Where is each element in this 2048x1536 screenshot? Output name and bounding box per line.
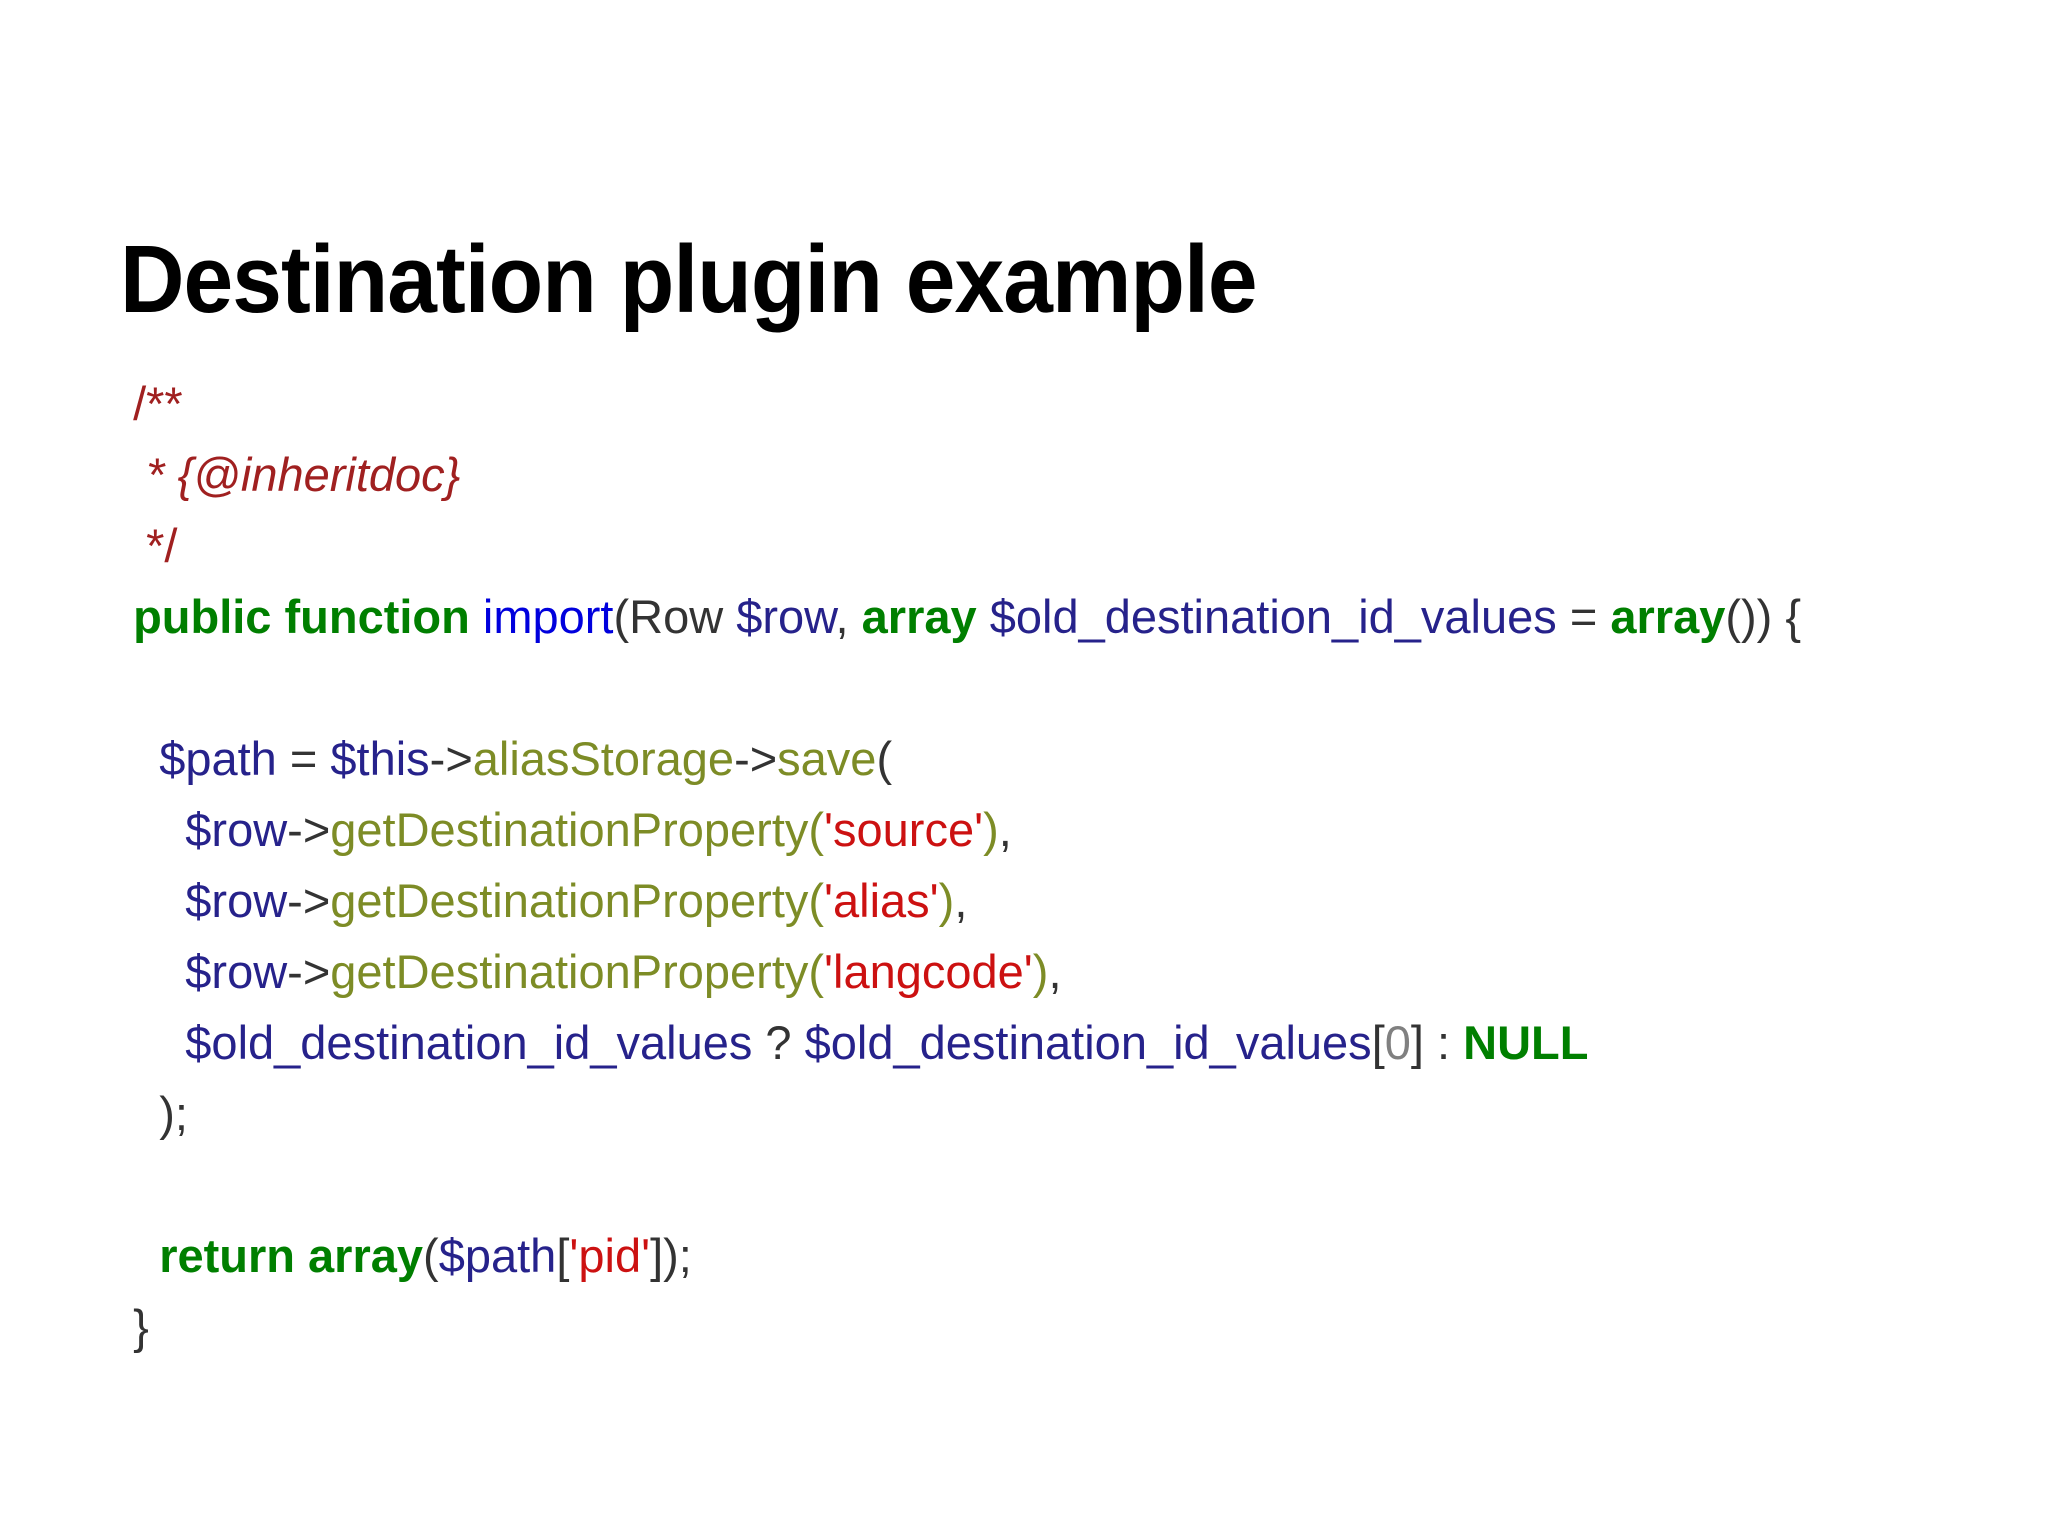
code-token-method: (: [808, 803, 825, 856]
code-token-var: $path: [438, 1229, 557, 1282]
code-token-var: $this: [330, 732, 430, 785]
code-token-punct: [: [556, 1229, 570, 1282]
code-token-plain: Row: [629, 590, 737, 643]
code-token-punct: ,: [1048, 945, 1062, 998]
code-token-keyword: NULL: [1463, 1016, 1589, 1069]
line-doc-open: /**: [120, 368, 1920, 439]
line-method-close: }: [120, 1291, 1920, 1362]
code-token-method: getDestinationProperty: [330, 803, 809, 856]
code-token-method: save: [777, 732, 877, 785]
code-token-method: ): [1032, 945, 1049, 998]
code-token-string: 'alias': [824, 874, 939, 927]
line-call-close: );: [120, 1078, 1920, 1149]
code-token-punct: ?: [752, 1016, 805, 1069]
code-token-punct: ->: [287, 803, 331, 856]
code-token-method: getDestinationProperty: [330, 945, 809, 998]
code-token-var: $row: [185, 874, 288, 927]
code-token-comment-i: * {@inheritdoc}: [120, 448, 461, 501]
code-token-plain: [120, 1016, 185, 1069]
line-blank-2: [120, 1149, 1920, 1220]
code-token-punct: (: [423, 1229, 439, 1282]
code-token-plain: [120, 945, 185, 998]
code-token-punct: ,: [954, 874, 968, 927]
code-token-num: 0: [1384, 1016, 1411, 1069]
code-token-keyword: array: [861, 590, 977, 643]
code-token-var: $old_destination_id_values: [989, 590, 1557, 643]
code-token-punct: ]: [1410, 1016, 1424, 1069]
code-token-var: $path: [159, 732, 277, 785]
code-token-plain: [120, 803, 185, 856]
line-path-assign: $path = $this->aliasStorage->save(: [120, 723, 1920, 794]
line-doc-close: */: [120, 510, 1920, 581]
code-token-string: 'pid': [569, 1229, 651, 1282]
code-token-method: aliasStorage: [472, 732, 735, 785]
code-token-punct: [: [1371, 1016, 1385, 1069]
code-token-method: getDestinationProperty: [330, 874, 809, 927]
code-token-var: $old_destination_id_values: [185, 1016, 753, 1069]
code-token-method: (: [808, 945, 825, 998]
line-arg-alias: $row->getDestinationProperty('alias'),: [120, 865, 1920, 936]
line-arg-source: $row->getDestinationProperty('source'),: [120, 794, 1920, 865]
code-token-comment: /**: [120, 377, 183, 430]
code-token-method: (: [808, 874, 825, 927]
code-token-plain: [977, 590, 990, 643]
code-token-var: $row: [185, 945, 288, 998]
code-token-keyword: return array: [159, 1229, 424, 1282]
code-token-string: 'source': [824, 803, 984, 856]
code-token-punct: =: [1556, 590, 1611, 643]
code-token-func: import: [482, 590, 614, 643]
code-token-plain: [120, 1300, 133, 1353]
code-token-punct: :: [1423, 1016, 1464, 1069]
code-token-punct: ()) {: [1725, 590, 1802, 643]
code-token-punct: ]);: [650, 1229, 692, 1282]
code-token-plain: [120, 590, 133, 643]
line-return: return array($path['pid']);: [120, 1220, 1920, 1291]
code-token-method: ): [938, 874, 955, 927]
line-doc-inheritdoc: * {@inheritdoc}: [120, 439, 1920, 510]
code-token-punct: (: [613, 590, 630, 643]
code-token-method: ): [983, 803, 999, 856]
code-token-punct: ,: [835, 590, 862, 643]
code-token-keyword: array: [1610, 590, 1726, 643]
code-token-var: $row: [185, 803, 288, 856]
code-token-plain: [470, 590, 483, 643]
code-block: /** * {@inheritdoc} */ public function i…: [120, 368, 1920, 1362]
line-arg-langcode: $row->getDestinationProperty('langcode')…: [120, 936, 1920, 1007]
code-token-plain: [120, 1229, 159, 1282]
code-token-plain: [120, 1087, 159, 1140]
code-token-plain: [120, 732, 159, 785]
code-token-comment: */: [120, 519, 178, 572]
code-token-keyword: public function: [133, 590, 470, 643]
code-token-plain: [120, 874, 185, 927]
code-token-punct: ->: [287, 874, 331, 927]
code-token-punct: ->: [734, 732, 778, 785]
code-token-punct: );: [159, 1087, 188, 1140]
line-signature: public function import(Row $row, array $…: [120, 581, 1920, 652]
code-token-punct: =: [276, 732, 331, 785]
line-arg-ternary: $old_destination_id_values ? $old_destin…: [120, 1007, 1920, 1078]
code-token-punct: ,: [998, 803, 1012, 856]
code-token-punct: }: [133, 1300, 149, 1353]
page-title: Destination plugin example: [120, 226, 1258, 334]
code-token-string: 'langcode': [824, 945, 1033, 998]
code-token-punct: ->: [287, 945, 331, 998]
code-token-var: $row: [736, 590, 836, 643]
code-token-punct: ->: [429, 732, 473, 785]
code-token-var: $old_destination_id_values: [804, 1016, 1372, 1069]
code-token-punct: (: [876, 732, 893, 785]
line-blank-1: [120, 652, 1920, 723]
